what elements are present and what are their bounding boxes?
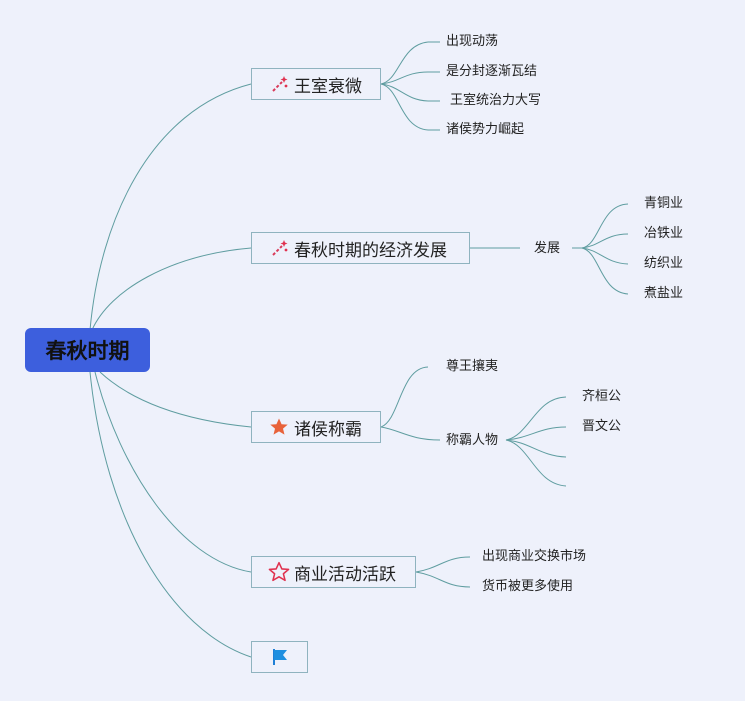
sparkle-wand-icon xyxy=(268,73,290,95)
connector-root-topic3 xyxy=(99,371,252,428)
topic-label: 王室衰微 xyxy=(294,76,362,97)
topic-flag[interactable] xyxy=(251,641,308,673)
connector-root-topic1 xyxy=(89,83,252,331)
root-topic[interactable]: 春秋时期 xyxy=(25,328,150,372)
subtopic-development[interactable]: 发展 xyxy=(534,241,561,256)
leaf-item[interactable]: 齐桓公 xyxy=(582,389,622,404)
leaf-item[interactable]: 诸侯势力崛起 xyxy=(446,122,525,137)
sparkle-wand-icon xyxy=(268,237,290,259)
root-topic-label: 春秋时期 xyxy=(45,339,130,363)
leaf-item[interactable]: 王室统治力大写 xyxy=(450,93,542,108)
topic-commerce[interactable]: 商业活动活跃 xyxy=(251,556,416,588)
outline-star-icon xyxy=(268,561,290,583)
leaf-item[interactable]: 是分封逐渐瓦结 xyxy=(446,64,538,79)
filled-star-icon xyxy=(268,416,290,438)
leaf-item[interactable]: 冶铁业 xyxy=(644,226,684,241)
leaf-item[interactable]: 煮盐业 xyxy=(644,286,684,301)
leaf-item[interactable]: 尊王攘夷 xyxy=(446,359,499,374)
topic-label: 春秋时期的经济发展 xyxy=(294,240,447,261)
leaf-item[interactable]: 纺织业 xyxy=(644,256,684,271)
topic-royal-decline[interactable]: 王室衰微 xyxy=(251,68,381,100)
connector-root-topic4 xyxy=(94,371,252,573)
connector-root-topic2 xyxy=(91,247,252,331)
leaf-item[interactable]: 出现商业交换市场 xyxy=(482,549,587,564)
leaf-item[interactable]: 晋文公 xyxy=(582,419,622,434)
topic-label: 诸侯称霸 xyxy=(294,419,362,440)
leaf-item[interactable]: 青铜业 xyxy=(644,196,684,211)
leaf-item[interactable]: 出现动荡 xyxy=(446,34,499,49)
leaf-item[interactable]: 货币被更多使用 xyxy=(482,579,574,594)
blue-flag-icon xyxy=(269,646,291,668)
topic-economic-development[interactable]: 春秋时期的经济发展 xyxy=(251,232,470,264)
topic-label: 商业活动活跃 xyxy=(294,564,396,585)
topic-hegemony[interactable]: 诸侯称霸 xyxy=(251,411,381,443)
subtopic-hegemons[interactable]: 称霸人物 xyxy=(446,433,499,448)
connector-root-topic5 xyxy=(89,371,252,658)
